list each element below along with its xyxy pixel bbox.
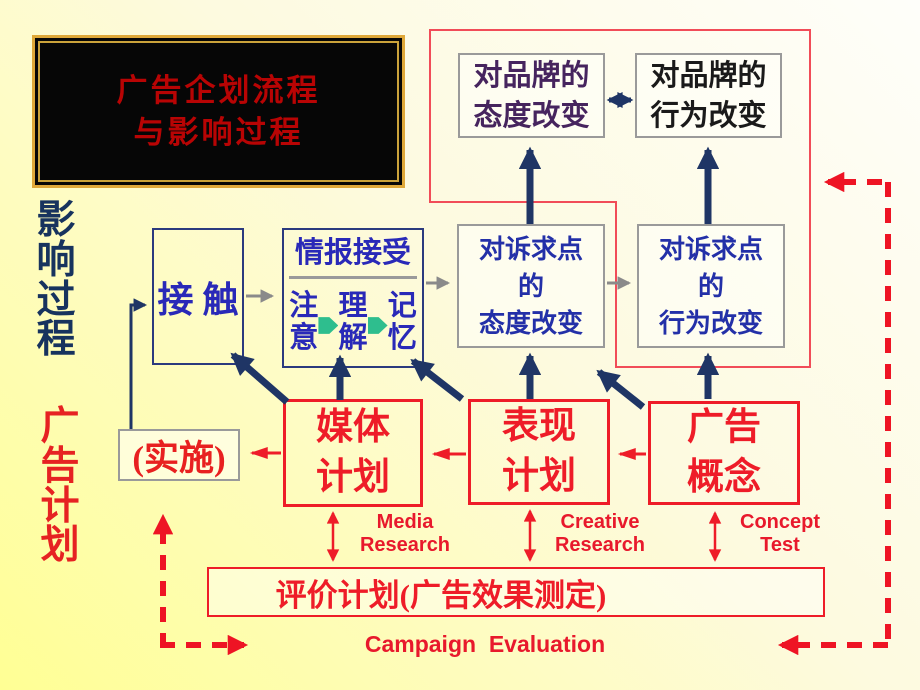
box-creative-plan: 表现 计划 bbox=[468, 399, 610, 505]
brand-attitude-line: 对品牌的 bbox=[473, 59, 590, 92]
media-plan-line: 媒体 bbox=[316, 407, 390, 448]
box-media-plan: 媒体 计划 bbox=[283, 399, 423, 507]
box-appeal-attitude-change: 对诉求点 的 态度改变 bbox=[457, 224, 605, 348]
label-concept-test: Concept Test bbox=[705, 511, 855, 557]
concept-test-line: Test bbox=[760, 534, 800, 556]
creative-plan-line: 表现 bbox=[502, 406, 576, 447]
appeal-attitude-line: 的 bbox=[517, 271, 544, 301]
box-perception: 情报接受 注意 理解 记忆 bbox=[282, 228, 424, 368]
side-label-influence-process: 影响过程 bbox=[36, 199, 76, 362]
appeal-behavior-line: 对诉求点 bbox=[658, 234, 763, 264]
box-contact: 接 触 bbox=[152, 228, 244, 365]
label-creative-research: Creative Research bbox=[525, 511, 675, 557]
title-line-2: 与影响过程 bbox=[133, 114, 304, 150]
perception-item-comprehension: 理解 bbox=[338, 289, 368, 354]
perception-item-memory: 记忆 bbox=[387, 289, 417, 354]
side-label-ad-plan: 广告计划 bbox=[40, 405, 80, 568]
brand-behavior-line: 行为改变 bbox=[650, 99, 767, 132]
creative-plan-line: 计划 bbox=[502, 456, 576, 497]
creative-research-line: Research bbox=[554, 534, 646, 556]
box-ad-concept: 广告 概念 bbox=[648, 401, 800, 505]
appeal-behavior-line: 的 bbox=[697, 271, 724, 301]
appeal-attitude-line: 对诉求点 bbox=[478, 234, 583, 264]
media-plan-line: 计划 bbox=[316, 457, 390, 498]
media-research-line: Media bbox=[376, 511, 434, 533]
perception-divider bbox=[289, 276, 417, 279]
media-research-line: Research bbox=[359, 534, 451, 556]
brand-attitude-line: 态度改变 bbox=[473, 99, 590, 132]
label-media-research: Media Research bbox=[330, 511, 480, 557]
perception-header: 情报接受 bbox=[294, 237, 411, 269]
perception-item-attention: 注意 bbox=[289, 289, 319, 354]
label-campaign-evaluation: Campaign Evaluation bbox=[364, 631, 606, 657]
evaluation-plan-text: 评价计划(广告效果测定) bbox=[275, 577, 607, 613]
appeal-behavior-line: 行为改变 bbox=[658, 308, 763, 338]
title-line-1: 广告企划流程 bbox=[116, 72, 321, 108]
green-pentagon-arrow-icon bbox=[367, 317, 388, 334]
green-pentagon-arrow-icon bbox=[318, 317, 339, 334]
box-appeal-behavior-change: 对诉求点 的 行为改变 bbox=[637, 224, 785, 348]
title-box: 广告企划流程 与影响过程 bbox=[32, 35, 405, 188]
concept-test-line: Concept bbox=[740, 511, 820, 533]
box-implementation: (实施) bbox=[118, 429, 240, 481]
ad-concept-line: 概念 bbox=[687, 457, 761, 498]
ad-concept-line: 广告 bbox=[687, 407, 761, 448]
box-brand-attitude-change: 对品牌的 态度改变 bbox=[458, 53, 605, 138]
creative-research-line: Creative bbox=[560, 511, 640, 533]
appeal-attitude-line: 态度改变 bbox=[478, 308, 583, 338]
box-brand-behavior-change: 对品牌的 行为改变 bbox=[635, 53, 782, 138]
box-evaluation-plan: 评价计划(广告效果测定) bbox=[207, 567, 825, 617]
brand-behavior-line: 对品牌的 bbox=[650, 59, 767, 92]
